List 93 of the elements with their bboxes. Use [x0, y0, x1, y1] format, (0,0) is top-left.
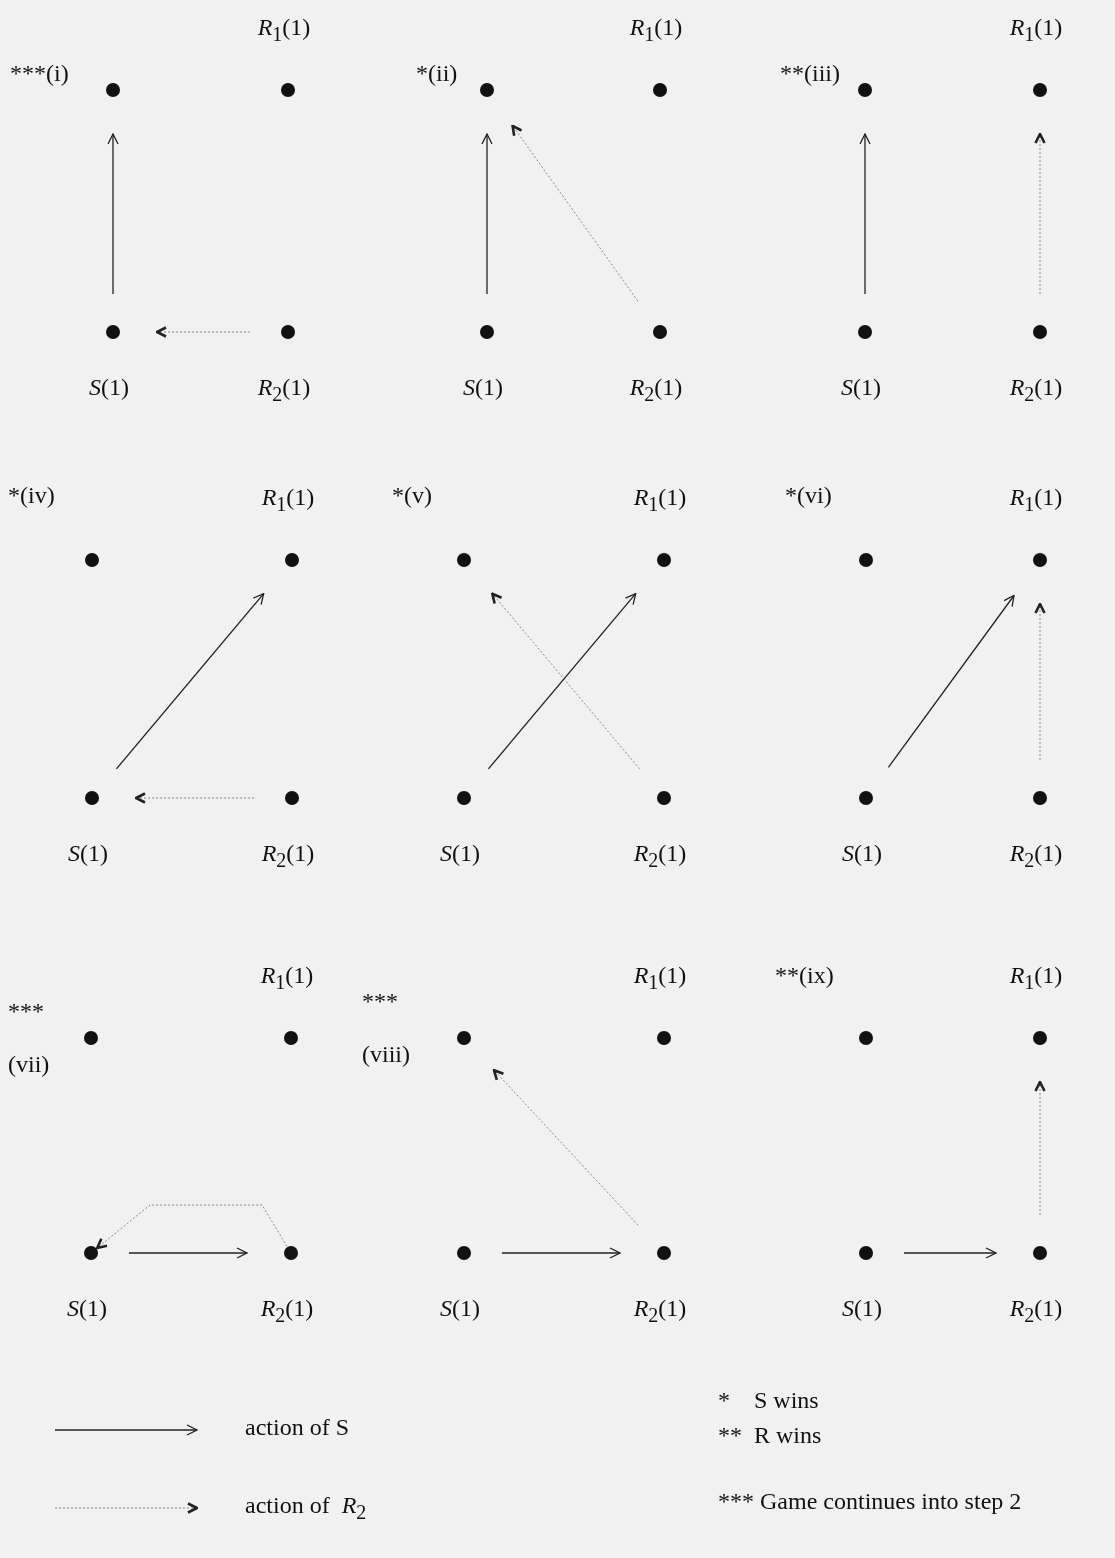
point-dot [284, 1031, 298, 1045]
node-label: S(1) [842, 1295, 882, 1322]
point-dot [859, 1246, 873, 1260]
node-label: R$_{1}$(1) [1009, 484, 1063, 515]
node-label: S(1) [89, 374, 129, 401]
point-dot [480, 325, 494, 339]
node-label: R$_{2}$(1) [257, 374, 311, 405]
node-label: R$_{2}$(1) [629, 374, 683, 405]
footnote: *** Game continues into step 2 [718, 1488, 1022, 1515]
node-label: R$_{2}$(1) [1009, 840, 1063, 871]
point-dot [285, 553, 299, 567]
node-label: S(1) [68, 840, 108, 867]
node-label: R$_{1}$(1) [629, 14, 683, 45]
panel-label: *** (vii) [8, 997, 51, 1079]
dotted-arrow [95, 1204, 288, 1250]
node-label: R$_{1}$(1) [257, 14, 311, 45]
point-dot [457, 791, 471, 805]
arrow [115, 593, 265, 770]
node-label: R$_{1}$(1) [633, 962, 687, 993]
panel-label: **(iii) [780, 60, 840, 87]
arrow [128, 1247, 248, 1259]
point-dot [657, 553, 671, 567]
node-label: R$_{1}$(1) [1009, 14, 1063, 45]
point-dot [281, 325, 295, 339]
node-label: R$_{1}$(1) [633, 484, 687, 515]
node-label: S(1) [67, 1295, 107, 1322]
node-label: R$_{1}$(1) [261, 484, 315, 515]
node-label: S(1) [440, 1295, 480, 1322]
point-dot [106, 83, 120, 97]
panel-label: ***(i) [10, 60, 69, 87]
footnote: ** R wins [718, 1422, 822, 1449]
node-label: R$_{2}$(1) [633, 1295, 687, 1326]
point-dot [1033, 1031, 1047, 1045]
point-dot [1033, 1246, 1047, 1260]
point-dot [858, 83, 872, 97]
dotted-arrow [1034, 132, 1046, 295]
arrow [501, 1247, 621, 1259]
node-label: R$_{2}$(1) [261, 840, 315, 871]
dotted-arrow [155, 326, 251, 338]
point-dot [859, 1031, 873, 1045]
node-label: R$_{2}$(1) [1009, 1295, 1063, 1326]
point-dot [457, 1031, 471, 1045]
point-dot [1033, 791, 1047, 805]
point-dot [859, 791, 873, 805]
panel-label: *(ii) [416, 60, 458, 87]
point-dot [457, 1246, 471, 1260]
panel-label: *(vi) [785, 482, 832, 509]
dotted-arrow [134, 792, 255, 804]
panel-label: *(v) [392, 482, 432, 509]
arrow [903, 1247, 997, 1259]
point-dot [457, 553, 471, 567]
node-label: R$_{2}$(1) [1009, 374, 1063, 405]
point-dot [653, 325, 667, 339]
footnote: * S wins [718, 1387, 819, 1414]
panel-label: **(ix) [775, 962, 834, 989]
point-dot [480, 83, 494, 97]
point-dot [84, 1031, 98, 1045]
point-dot [1033, 83, 1047, 97]
node-label: S(1) [440, 840, 480, 867]
dotted-arrow [511, 124, 639, 302]
node-label: S(1) [463, 374, 503, 401]
arrow [107, 133, 119, 295]
panel-label: *** (viii) [362, 987, 411, 1069]
point-dot [285, 791, 299, 805]
legend-label: action of R$_{2}$ [245, 1492, 367, 1523]
node-label: R$_{1}$(1) [1009, 962, 1063, 993]
panel-label: *(iv) [8, 482, 55, 509]
node-label: R$_{2}$(1) [260, 1295, 314, 1326]
point-dot [657, 791, 671, 805]
point-dot [1033, 325, 1047, 339]
point-dot [84, 1246, 98, 1260]
point-dot [284, 1246, 298, 1260]
node-label: R$_{2}$(1) [633, 840, 687, 871]
point-dot [85, 553, 99, 567]
point-dot [1033, 553, 1047, 567]
point-dot [106, 325, 120, 339]
point-dot [281, 83, 295, 97]
point-dot [858, 325, 872, 339]
node-label: S(1) [842, 840, 882, 867]
point-dot [657, 1031, 671, 1045]
dotted-arrow [1034, 602, 1046, 761]
dotted-arrow [492, 1068, 639, 1226]
legend-label: action of S [245, 1414, 349, 1441]
point-dot [653, 83, 667, 97]
node-label: S(1) [841, 374, 881, 401]
arrow [481, 133, 493, 295]
arrow [859, 133, 871, 295]
point-dot [859, 553, 873, 567]
point-dot [85, 791, 99, 805]
dotted-arrow [1034, 1080, 1046, 1216]
point-dot [657, 1246, 671, 1260]
arrow [887, 594, 1015, 768]
node-label: R$_{1}$(1) [260, 962, 314, 993]
